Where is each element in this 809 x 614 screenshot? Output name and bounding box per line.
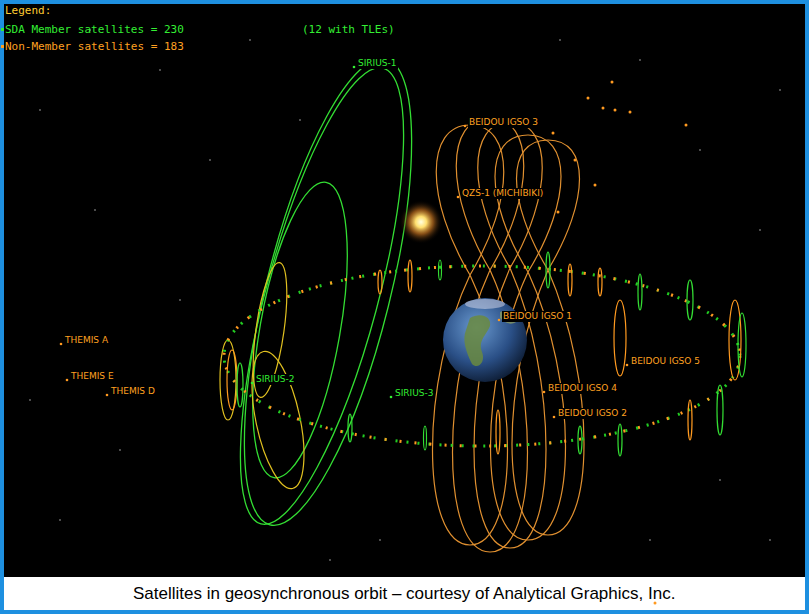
satellite-label: THEMIS D [110,386,156,397]
satellite-label: BEIDOU IGSO 1 [502,311,573,322]
satellite-label: SIRIUS-2 [255,374,296,385]
satellite-label: THEMIS A [64,335,109,346]
legend-swatch [1,45,4,48]
legend-entry: SDA Member satellites = 230 [5,23,184,36]
legend-entry: Non-Member satellites = 183 [5,40,184,53]
satellite-label: BEIDOU IGSO 3 [468,117,539,128]
satellite-label: BEIDOU IGSO 2 [557,408,628,419]
legend-swatch [1,28,4,31]
space-background [4,4,805,577]
satellite-label: BEIDOU IGSO 5 [630,356,701,367]
caption: Satellites in geosynchronous orbit – cou… [133,584,675,604]
satellite-label: THEMIS E [70,371,115,382]
legend-note: (12 with TLEs) [302,23,395,36]
legend-note: Legend: [5,4,51,17]
satellite-label: BEIDOU IGSO 4 [547,383,618,394]
satellite-label: SIRIUS-3 [394,388,435,399]
satellite-label: QZS-1 (MICHIBIKI) [461,188,544,199]
satellite-label: SIRIUS-1 [357,58,398,69]
